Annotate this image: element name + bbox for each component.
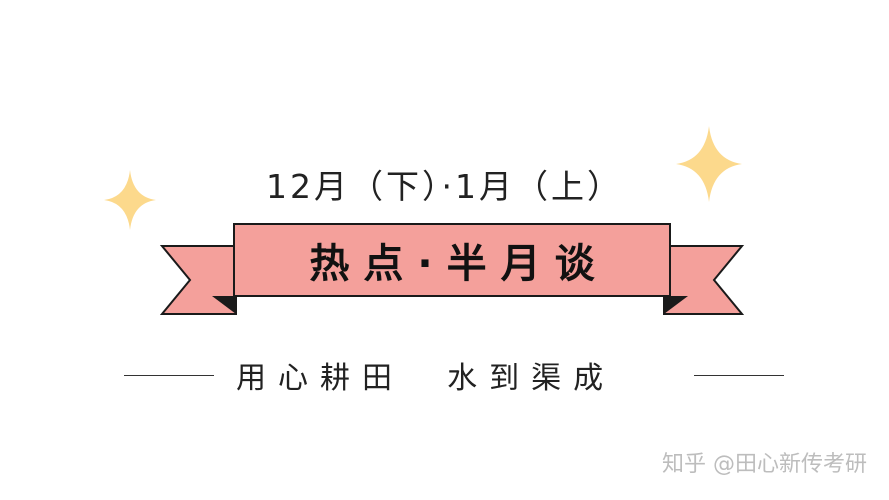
banner-title: 热点·半月谈 (309, 241, 609, 287)
slogan-row: 用心耕田 水到渠成 (0, 350, 889, 400)
watermark-text: 知乎 @田心新传考研 (662, 452, 867, 477)
sparkle-icon (676, 126, 742, 202)
ribbon-banner: 热点·半月谈 (150, 220, 750, 320)
date-range-heading: 12月（下）·1月（上） (266, 167, 623, 206)
divider-line-left (124, 375, 214, 376)
sparkle-icon (104, 170, 156, 230)
divider-line-right (694, 375, 784, 376)
ribbon-shape (159, 223, 745, 315)
slogan-text: 用心耕田 水到渠成 (236, 361, 616, 396)
